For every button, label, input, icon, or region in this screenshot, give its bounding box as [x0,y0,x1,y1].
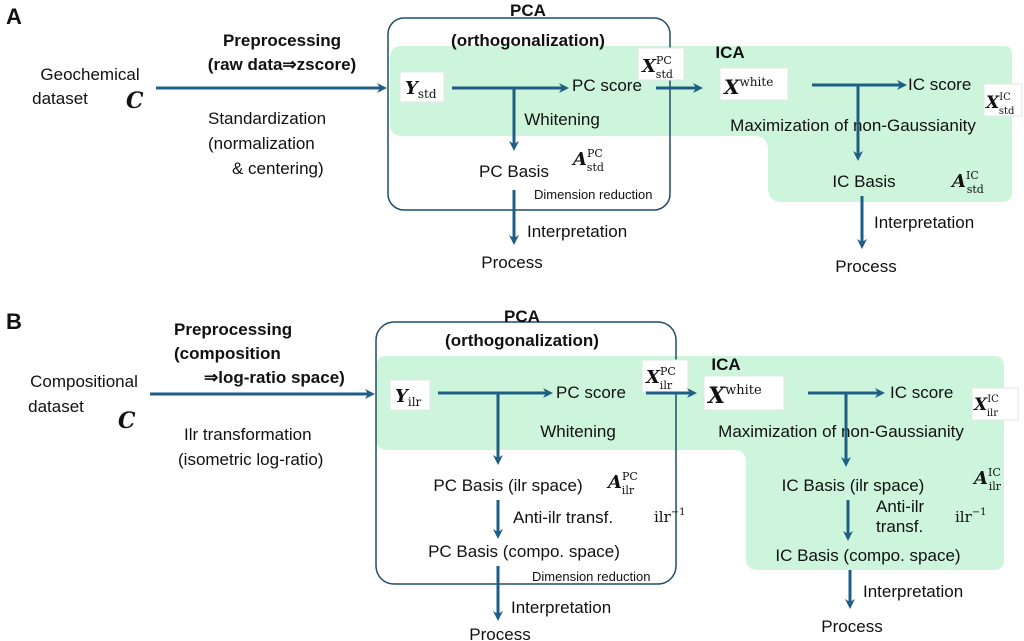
panel-a-ica-title: ICA [715,43,744,62]
panel-a-pca-subtitle: (orthogonalization) [451,31,605,50]
panel-b-ic-basis-ilr: IC Basis (ilr space) [782,476,925,495]
panel-b-pca-box [375,321,677,585]
panel-a-y-symbol: Ystd [405,78,437,101]
panel-a-process-left: Process [481,253,542,272]
panel-a-method-1: Standardization [208,109,326,128]
panel-b-maximization: Maximization of non-Gaussianity [718,422,964,441]
panel-b-xwhite-symbol: Xwhite [706,383,762,409]
panel-b-process-left: Process [469,625,530,641]
panel-a-dimension-reduction: Dimension reduction [534,187,653,202]
panel-a-label: A [6,4,22,29]
panel-b-anti-ilr-right-1: Anti-ilr [876,497,925,516]
panel-b-label: B [6,309,22,334]
panel-a: A PCA (orthogonalization) ICA Geochemica… [6,1,1023,276]
panel-b-xwhite-box [703,375,785,411]
panel-a-pc-score: PC score [572,76,642,95]
panel-b-xpc-box [641,359,689,393]
panel-b-ica-title: ICA [711,355,740,374]
panel-a-method-3: & centering) [232,159,324,178]
panel-b-whitening: Whitening [540,422,616,441]
panel-b-ic-basis-compo: IC Basis (compo. space) [775,546,960,565]
panel-a-ic-score: IC score [908,75,971,94]
panel-a-pca-title: PCA [510,1,546,20]
panel-b-interpretation-right: Interpretation [863,582,963,601]
panel-b-input-label-2: dataset [28,397,84,416]
panel-b-input-label-1: Compositional [30,372,138,391]
panel-a-input-symbol: C [126,88,144,114]
panel-b-pc-score: PC score [556,383,626,402]
panel-a-preprocess-2: (raw data⇒zscore) [208,55,356,74]
panel-b-input-symbol: C [118,408,136,434]
panel-a-pca-box [387,17,671,211]
panel-a-preprocess-1: Preprocessing [223,31,341,50]
panel-a-xpc-box [637,47,685,81]
panel-b-anti-ilr-right-2: transf. [876,517,923,536]
panel-b-pc-basis-ilr: PC Basis (ilr space) [433,476,582,495]
panel-b-xic-box [971,387,1019,421]
panel-a-maximization: Maximization of non-Gaussianity [730,116,976,135]
panel-b-y-symbol: Yilr [395,386,422,409]
panel-a-method-2: (normalization [208,134,315,153]
panel-b-preprocess-2: (composition [174,344,281,363]
panel-a-input-label-1: Geochemical [40,65,139,84]
panel-a-ic-basis: IC Basis [832,172,895,191]
panel-a-process-right: Process [835,257,896,276]
panel-b-preprocess-3: ⇒log-ratio space) [204,368,345,387]
panel-a-interpretation-left: Interpretation [527,222,627,241]
panel-a-y-box [399,71,445,103]
panel-b-process-right: Process [821,617,882,636]
panel-b-preprocess-1: Preprocessing [174,320,292,339]
panel-a-input-label-2: dataset [32,89,88,108]
panel-b-ilr-inv-right: ilr−1 [955,507,987,526]
panel-b-pc-basis-compo: PC Basis (compo. space) [428,542,620,561]
panel-b-y-box [389,379,431,411]
panel-a-whitening: Whitening [524,110,600,129]
panel-a-pc-basis: PC Basis [479,162,549,181]
panel-b-method-1: Ilr transformation [184,425,312,444]
panel-a-interpretation-right: Interpretation [874,213,974,232]
panel-b: B PCA (orthogonalization) ICA Compositio… [6,307,1019,641]
panel-b-interpretation-left: Interpretation [511,598,611,617]
panel-b-pca-title: PCA [504,307,540,326]
panel-a-xwhite-box [719,67,789,101]
panel-a-xic-box [983,83,1023,117]
panel-b-method-2: (isometric log-ratio) [178,450,323,469]
panel-b-pca-subtitle: (orthogonalization) [445,331,599,350]
panel-a-xwhite-symbol: Xwhite [722,75,773,99]
panel-b-anti-ilr-left: Anti-ilr transf. [513,508,613,527]
panel-b-ic-score: IC score [890,383,953,402]
panel-b-ilr-inv-left: ilr−1 [654,507,686,526]
panel-b-dimension-reduction: Dimension reduction [532,569,651,584]
